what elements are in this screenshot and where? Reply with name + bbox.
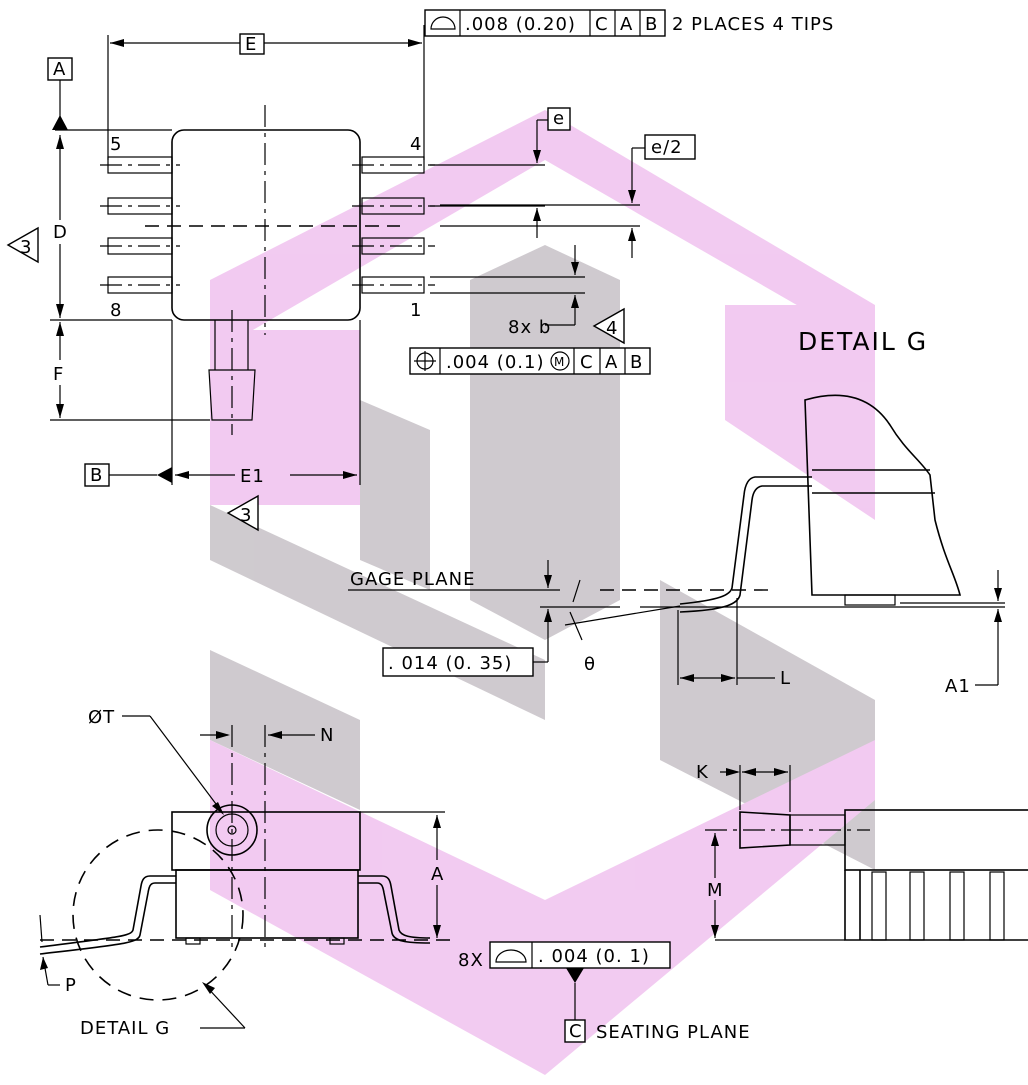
pin-label-1: 1 [410, 300, 422, 321]
dim-m-label: M [707, 880, 724, 901]
seating-count: 8X [458, 950, 484, 971]
dim-n-label: N [320, 725, 334, 746]
note-4-flag: 4 [606, 318, 618, 339]
pin-label-8: 8 [110, 300, 122, 321]
watermark-right-arm [725, 305, 875, 520]
watermark-lower-left [210, 650, 360, 810]
port-tube [208, 369, 256, 421]
detail-g-view: DETAIL G GAGE PLANE . 014 (0. 35) θ L [348, 327, 1005, 697]
datum-c-label: C [569, 1021, 583, 1042]
detail-title: DETAIL G [798, 327, 928, 356]
end-body-top [844, 809, 1028, 871]
detail-g-circle [72, 829, 244, 1001]
svg-text:B: B [630, 352, 643, 373]
datum-b-label: B [90, 465, 103, 486]
profile-note: 2 PLACES 4 TIPS [672, 14, 834, 35]
dim-e-half-label: e/2 [651, 137, 683, 158]
profile-tolerance-frame: .008 (0.20) C A B 2 PLACES 4 TIPS [424, 9, 834, 37]
datum-a-label: A [53, 59, 66, 80]
pin-label-5: 5 [110, 134, 122, 155]
dim-e1-label: E1 [240, 466, 265, 487]
mmc-modifier-icon [550, 351, 570, 371]
end-view: K M [696, 762, 1028, 941]
datum-a-triangle [52, 115, 68, 130]
watermark-bottom-band [210, 740, 875, 1075]
pin-label-4: 4 [410, 134, 422, 155]
svg-text:A: A [605, 352, 618, 373]
svg-text:M: M [554, 355, 564, 369]
dim-l-label: L [780, 668, 791, 689]
detail-callout: DETAIL G [80, 1018, 170, 1039]
svg-text:A: A [620, 14, 633, 35]
svg-text:.008 (0.20): .008 (0.20) [465, 14, 576, 35]
note-3-flag-e1: 3 [240, 505, 252, 526]
top-view: 5 4 8 1 E .008 (0.20) C A B 2 PLACES 4 T… [6, 9, 834, 532]
svg-text:. 004 (0. 1): . 004 (0. 1) [538, 946, 650, 967]
profile-surface-icon [495, 949, 527, 963]
dim-e-pitch-label: e [553, 108, 565, 129]
watermark-center-bar [470, 245, 620, 640]
note-3-flag: 3 [20, 237, 32, 258]
position-tolerance-frame: .004 (0.1) M C A B [409, 347, 651, 375]
dim-b-label: 8x b [508, 317, 551, 338]
watermark-left-arm [210, 330, 360, 505]
datum-b-triangle [157, 467, 172, 483]
svg-text:C: C [595, 14, 609, 35]
side-body [175, 869, 359, 939]
side-view: N ØT A P DETAIL G 8X . 004 (0. 1) C SEAT… [39, 707, 751, 1043]
watermark-logo [210, 110, 875, 1075]
package-body [171, 129, 361, 321]
theta-label: θ [584, 654, 596, 675]
dim-e-label: E [245, 34, 257, 55]
gage-value: . 014 (0. 35) [388, 653, 512, 674]
seating-plane-label: SEATING PLANE [596, 1022, 751, 1043]
gage-plane-label: GAGE PLANE [350, 569, 475, 590]
svg-text:C: C [580, 352, 594, 373]
watermark-top-band [210, 110, 875, 355]
profile-symbol-icon [430, 16, 456, 30]
dim-d-label: D [53, 222, 68, 243]
svg-text:B: B [645, 14, 658, 35]
dim-p-label: P [65, 975, 77, 996]
dim-a-label: A [431, 864, 444, 885]
svg-text:.004 (0.1): .004 (0.1) [446, 352, 544, 373]
dim-f-label: F [53, 364, 64, 385]
datum-c-triangle [566, 968, 584, 983]
dim-k-label: K [696, 762, 709, 783]
dim-t-label: ØT [88, 707, 115, 728]
watermark-left-fold [360, 400, 430, 590]
dim-a1-label: A1 [945, 676, 971, 697]
